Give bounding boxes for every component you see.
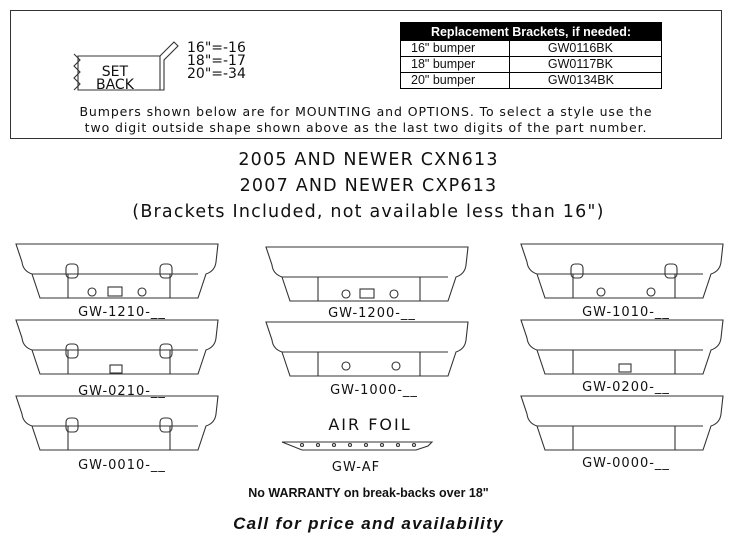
part-label-0000: GW-0000-__ xyxy=(582,456,670,471)
call-to-action: Call for price and availability xyxy=(233,514,504,533)
bracket-part-number: GW0117BK xyxy=(508,56,663,73)
bumper-drawing-0200 xyxy=(520,319,724,375)
setback-option-18: 18"=-17 xyxy=(187,53,246,69)
setback-label-line1: SET xyxy=(101,64,129,80)
table-row: 18" bumper GW0117BK xyxy=(400,56,663,73)
bumper-drawing-0010 xyxy=(15,395,219,451)
model-line3: (Brackets Included, not available less t… xyxy=(132,202,605,222)
brackets-table: Replacement Brackets, if needed: 16" bum… xyxy=(400,22,663,89)
part-label-0210: GW-0210-__ xyxy=(78,384,166,399)
note-line1: Bumpers shown below are for MOUNTING and… xyxy=(79,104,653,119)
bumper-drawing-0000 xyxy=(520,395,724,451)
setback-diagram xyxy=(73,41,179,91)
bumper-drawing-1010 xyxy=(520,243,724,299)
note-line2: two digit outside shape shown above as t… xyxy=(84,120,648,135)
part-label-0200: GW-0200-__ xyxy=(582,380,670,395)
part-label-1200: GW-1200-__ xyxy=(328,306,416,321)
air-foil-drawing xyxy=(281,441,434,451)
brackets-table-header: Replacement Brackets, if needed: xyxy=(400,22,662,41)
bumper-drawing-1200 xyxy=(265,246,469,302)
bracket-part-number: GW0134BK xyxy=(508,72,663,89)
part-label-1000: GW-1000-__ xyxy=(330,383,418,398)
info-box xyxy=(10,10,722,139)
setback-label-line2: BACK xyxy=(96,77,134,93)
bumper-drawing-0210 xyxy=(15,319,219,375)
warranty-note: No WARRANTY on break-backs over 18" xyxy=(248,486,489,500)
air-foil-title: AIR FOIL xyxy=(328,415,412,434)
setback-options: 16"=-16 18"=-17 20"=-34 xyxy=(187,40,246,82)
bumper-size: 16" bumper xyxy=(400,40,510,57)
bracket-part-number: GW0116BK xyxy=(508,40,663,57)
table-row: 16" bumper GW0116BK xyxy=(400,40,663,57)
setback-label: SET BACK xyxy=(96,64,134,93)
bumper-drawing-1210 xyxy=(15,243,219,299)
setback-option-20: 20"=-34 xyxy=(187,66,246,82)
bumper-size: 20" bumper xyxy=(400,72,510,89)
brackets-table-title: Replacement Brackets, if needed: xyxy=(400,22,662,41)
part-label-1210: GW-1210-__ xyxy=(78,305,166,320)
bumper-drawing-1000 xyxy=(265,321,469,377)
setback-option-16: 16"=-16 xyxy=(187,40,246,56)
part-label-0010: GW-0010-__ xyxy=(78,458,166,473)
part-label-1010: GW-1010-__ xyxy=(582,305,670,320)
bumper-size: 18" bumper xyxy=(400,56,510,73)
table-row: 20" bumper GW0134BK xyxy=(400,72,663,89)
model-line1: 2005 AND NEWER CXN613 xyxy=(238,150,499,170)
part-label-air-foil: GW-AF xyxy=(331,460,381,475)
model-line2: 2007 AND NEWER CXP613 xyxy=(239,176,498,196)
